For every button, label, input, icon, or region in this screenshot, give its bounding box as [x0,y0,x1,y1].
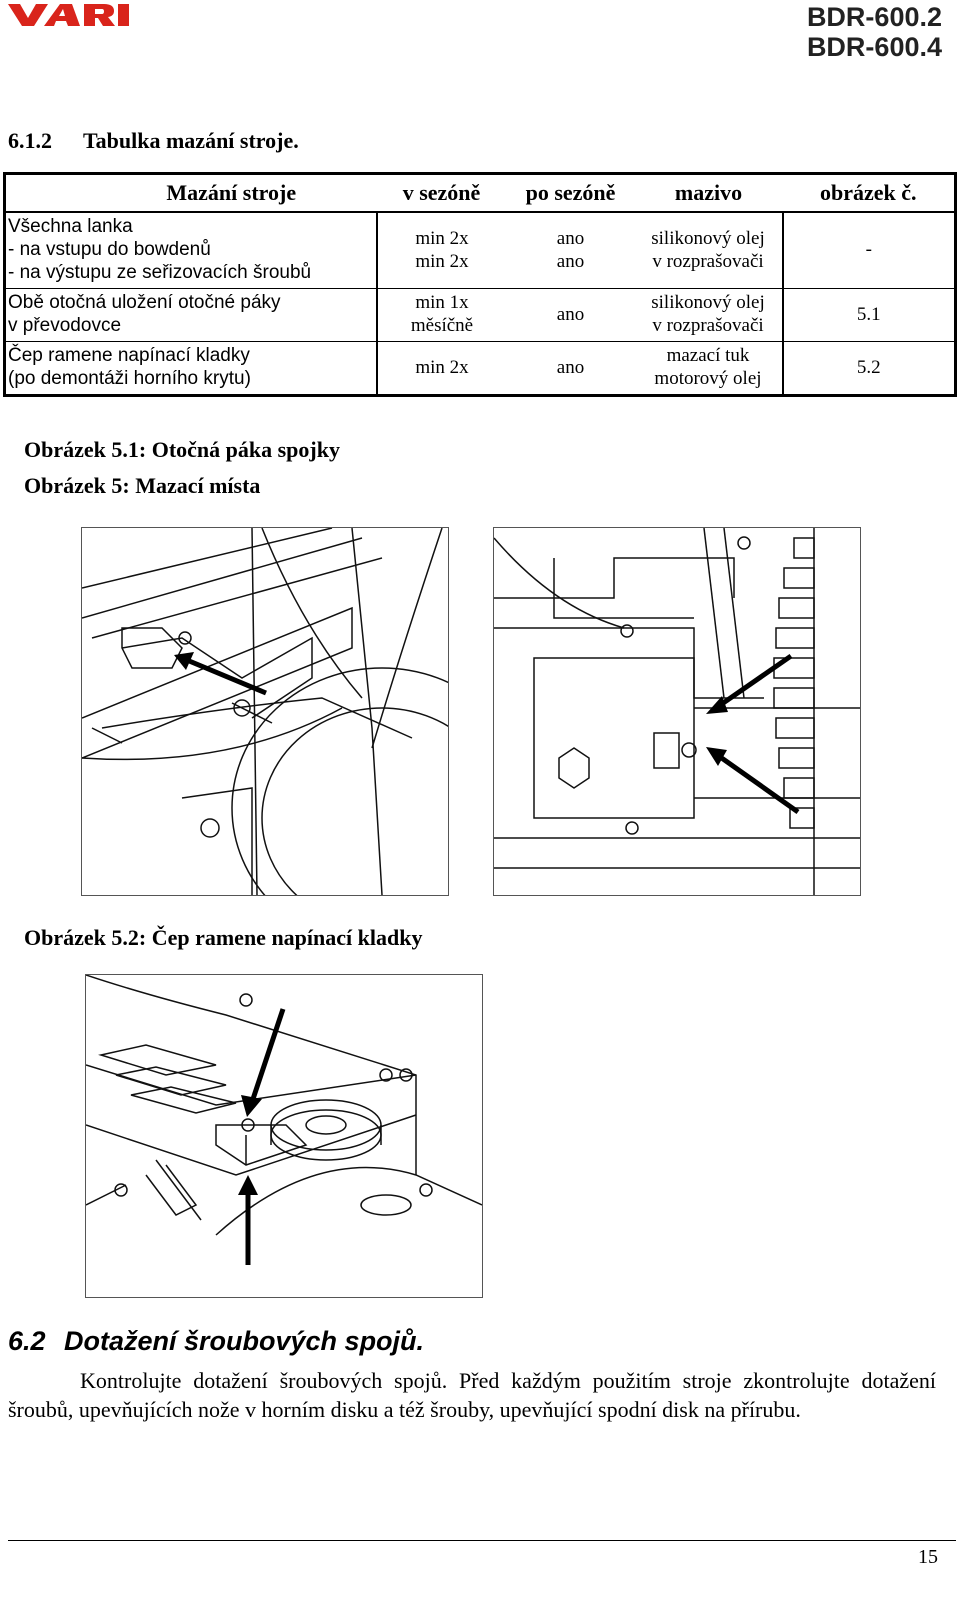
lubrication-table: Mazání stroje v sezóně po sezóně mazivo … [3,172,957,397]
caption-fig-5-2: Obrázek 5.2: Čep ramene napínací kladky [24,925,423,950]
figure-pulley-drawing [85,974,483,1298]
section-title: Tabulka mazání stroje. [83,128,299,153]
cell-season: min 2x [376,341,507,396]
cell-lubricant: mazací tuk motorový olej [634,341,783,396]
cell-part: Čep ramene napínací kladky (po demontáži… [4,341,378,396]
cell-figure: 5.2 [781,341,956,396]
section-title: Dotažení šroubových spojů. [64,1326,425,1356]
table-row: Všechna lanka - na vstupu do bowdenů - n… [4,211,956,289]
model-line-1: BDR-600.2 [806,2,942,32]
page-number: 15 [918,1546,938,1568]
cell-season: min 1x měsíčně [376,288,507,342]
arrow-icon [238,1008,286,1265]
cell-after-season: ano [506,288,635,342]
col-header-figure: obrázek č. [782,173,956,213]
vari-logo [8,4,129,26]
table-header-row: Mazání stroje v sezóně po sezóně mazivo … [4,173,956,213]
figure-lever-drawing [81,527,449,896]
col-header-season: v sezóně [376,173,507,213]
arrow-icon [706,653,800,815]
cell-figure: 5.1 [781,288,956,342]
cell-after-season: ano [506,341,635,396]
col-header-after-season: po sezóně [506,173,635,213]
cell-part: Obě otočná uložení otočné páky v převodo… [4,288,378,342]
caption-fig-5-1: Obrázek 5.1: Otočná páka spojky [24,437,340,462]
figure-gearbox-drawing [493,527,861,896]
section-paragraph: Kontrolujte dotažení šroubových spojů. P… [8,1368,936,1422]
cell-after-season: ano ano [506,211,635,289]
cell-lubricant: silikonový olej v rozprašovači [634,211,783,289]
section-heading-62: 6.2 Dotažení šroubových spojů. [8,1326,424,1357]
section-number: 6.2 [8,1326,46,1356]
section-number: 6.1.2 [8,128,52,153]
cell-figure: - [781,211,956,289]
cell-lubricant: silikonový olej v rozprašovači [634,288,783,342]
caption-fig-5: Obrázek 5: Mazací místa [24,473,261,498]
table-row: Obě otočná uložení otočné páky v převodo… [4,288,956,342]
arrow-icon [174,652,267,696]
section-heading-612: 6.1.2 Tabulka mazání stroje. [8,128,299,154]
table-row: Čep ramene napínací kladky (po demontáži… [4,341,956,396]
cell-part: Všechna lanka - na vstupu do bowdenů - n… [4,211,378,289]
footer-rule [8,1540,956,1541]
col-header-lubricant: mazivo [634,173,783,213]
cell-season: min 2x min 2x [376,211,507,289]
col-header-part: Mazání stroje [4,173,377,213]
model-line-2: BDR-600.4 [806,32,942,62]
